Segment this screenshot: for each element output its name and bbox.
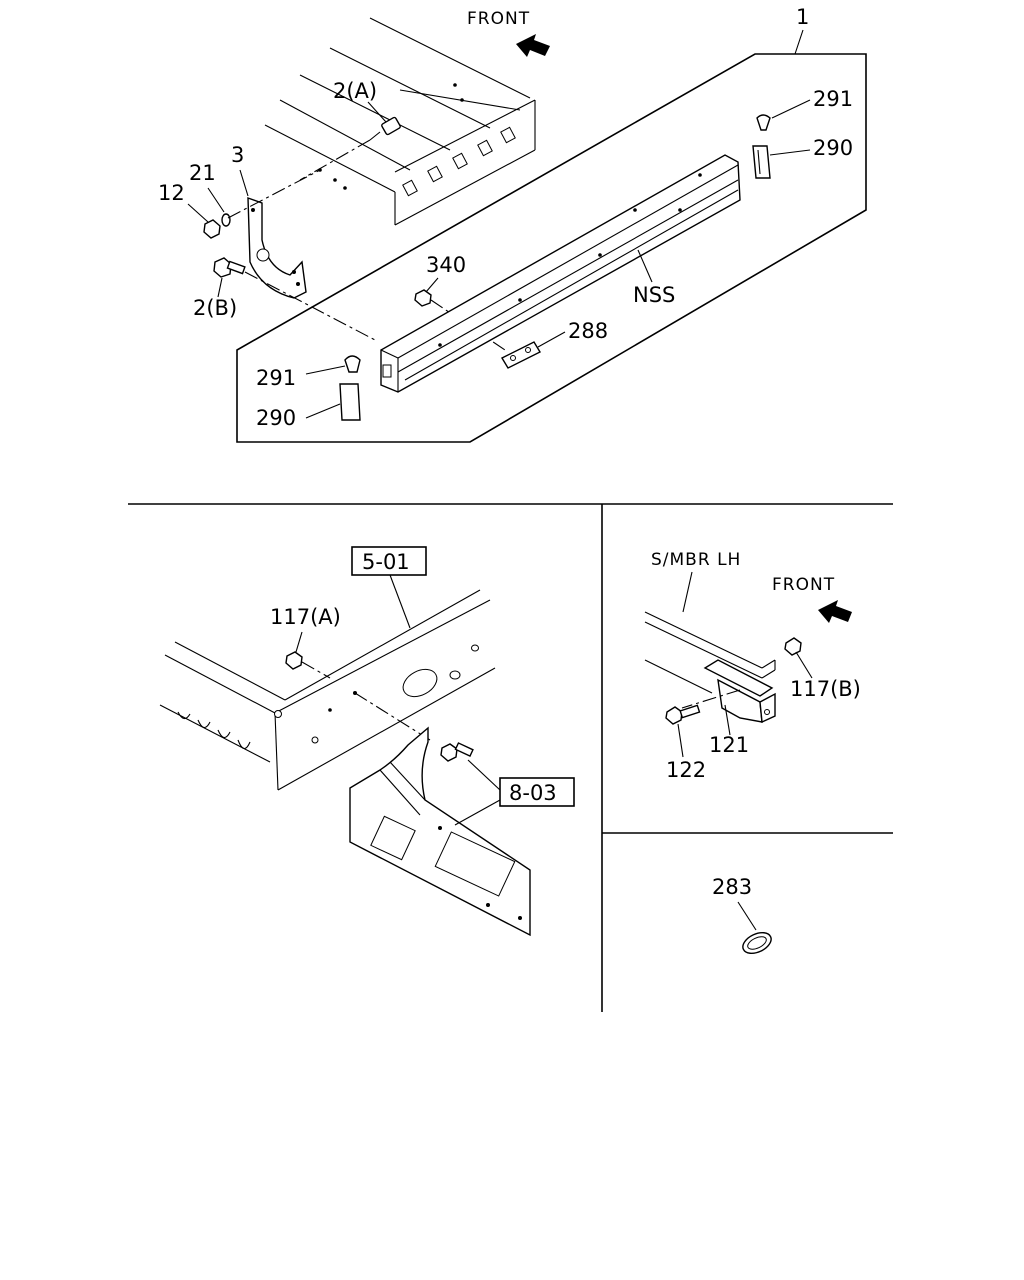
side-member — [644, 611, 776, 694]
cap-291-right-icon — [756, 114, 771, 131]
label-340: 340 — [426, 253, 466, 277]
label-nss: NSS — [633, 283, 675, 307]
bottom-right-panel: S/MBR LH FRONT 117(B) 121 122 — [644, 550, 861, 782]
assembly-outline — [236, 53, 867, 443]
ref-8-03: 8-03 — [509, 781, 557, 805]
bolt-2a-icon — [369, 116, 401, 141]
bolt-8-03-icon — [440, 743, 458, 762]
label-21: 21 — [189, 161, 216, 185]
nut-117b-icon — [784, 637, 802, 656]
label-288: 288 — [568, 319, 608, 343]
bracket-121-icon — [703, 659, 776, 724]
label-291-right: 291 — [813, 87, 853, 111]
label-283: 283 — [712, 875, 752, 899]
label-121: 121 — [709, 733, 749, 757]
nss-rail — [380, 154, 741, 393]
label-12: 12 — [158, 181, 185, 205]
member-label: S/MBR LH — [651, 550, 741, 570]
label-117a: 117(A) — [270, 605, 341, 629]
nut-12-icon — [203, 219, 221, 239]
front-label-right: FRONT — [772, 575, 835, 595]
label-291-left: 291 — [256, 366, 296, 390]
front-arrow-top-icon — [516, 34, 550, 57]
label-2a: 2(A) — [333, 79, 377, 103]
label-290-left: 290 — [256, 406, 296, 430]
frame-rail-bottom — [159, 589, 496, 791]
plate-288-icon — [501, 341, 541, 369]
bolt-122-icon — [665, 706, 683, 725]
bottom-right-lower-panel: 283 — [712, 875, 772, 955]
front-arrow-right-icon — [818, 600, 852, 623]
cap-291-left-icon — [344, 355, 361, 373]
top-panel: FRONT 1 — [158, 5, 867, 443]
label-3: 3 — [231, 143, 244, 167]
ref-5-01: 5-01 — [362, 550, 410, 574]
bracket-8-03-icon — [349, 726, 531, 937]
nut-340-icon — [414, 289, 432, 307]
ref-box-5-01 — [351, 546, 427, 576]
block-290-right-icon — [752, 145, 771, 179]
grommet-283-icon — [742, 931, 772, 955]
label-117b: 117(B) — [790, 677, 861, 701]
label-122: 122 — [666, 758, 706, 782]
bracket-3-icon — [247, 196, 307, 299]
label-2b: 2(B) — [193, 296, 237, 320]
nut-117a-icon — [285, 651, 303, 670]
washer-21-icon — [221, 213, 231, 227]
bolt-2b-icon — [213, 257, 246, 278]
bottom-left-panel: 5-01 117(A) — [159, 546, 575, 937]
block-290-left-icon — [339, 383, 361, 421]
assembly-leader — [794, 29, 804, 55]
ref-box-8-03 — [499, 777, 575, 807]
front-label-top: FRONT — [467, 9, 530, 29]
label-290-right: 290 — [813, 136, 853, 160]
frame-rail-top — [264, 17, 536, 226]
assembly-number: 1 — [796, 5, 809, 29]
